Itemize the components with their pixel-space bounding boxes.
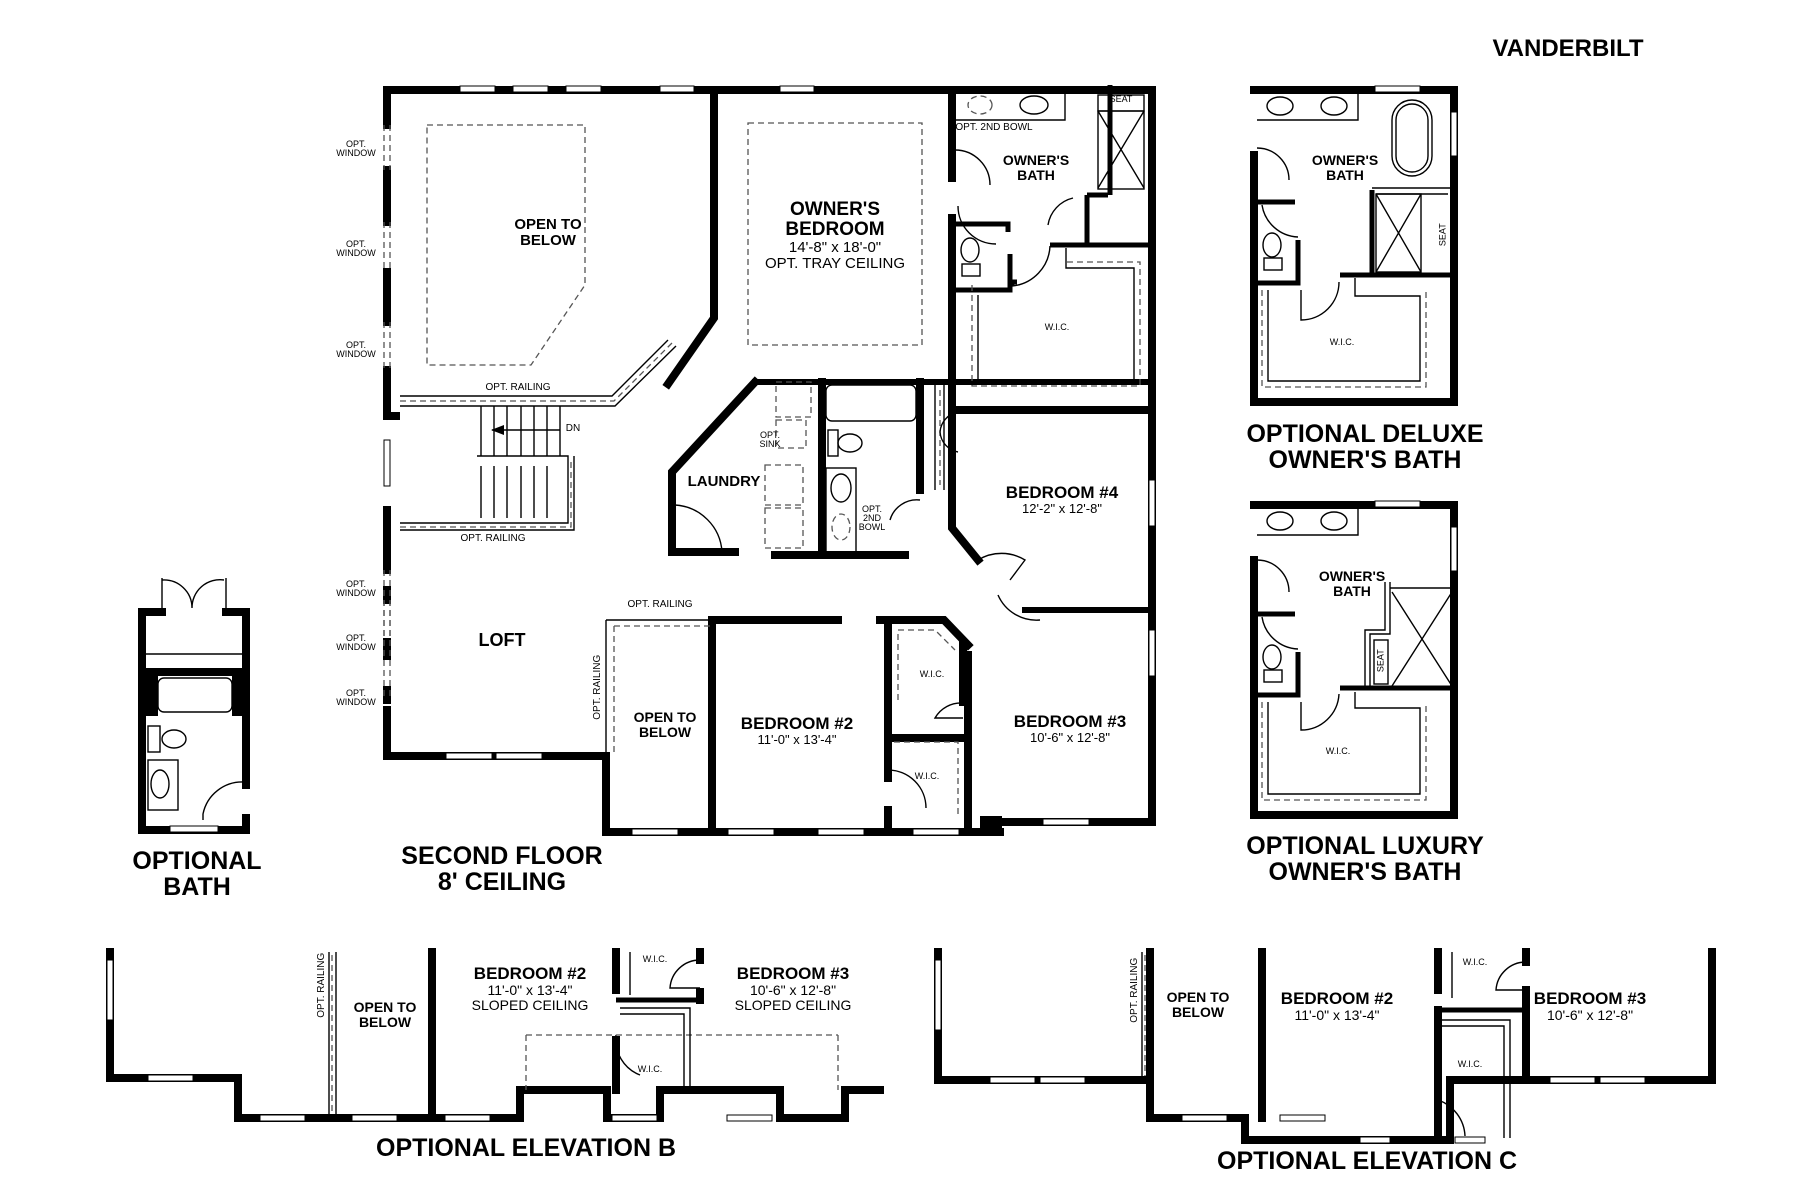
loft-label: LOFT xyxy=(478,630,526,650)
deluxe-bath-title: OPTIONAL DELUXE OWNER'S BATH xyxy=(1246,420,1484,475)
plan-name: VANDERBILT xyxy=(1492,35,1644,62)
stairs xyxy=(480,406,561,518)
opt-window-label-3: OPT.WINDOW xyxy=(336,340,376,359)
stairs-down-label: DN xyxy=(565,423,581,434)
owners-bath-label: OWNER'S BATH xyxy=(1002,152,1070,183)
deluxe-owners-bath-label: OWNER'S BATH xyxy=(1311,152,1379,183)
elev-c-wic-1-label: W.I.C. xyxy=(1462,957,1488,967)
second-floor-title: SECOND FLOOR 8' CEILING xyxy=(401,842,603,897)
opt-sink-label: OPT. SINK xyxy=(759,430,781,449)
optional-bath-drawing xyxy=(138,578,250,834)
elev-c-bedroom-3-label: BEDROOM #3 10'-6" x 12'-8" xyxy=(1533,989,1647,1023)
owners-wic-label: W.I.C. xyxy=(1044,322,1070,332)
elev-b-open-to-below-label: OPEN TO BELOW xyxy=(353,999,417,1030)
luxury-bath-title: OPTIONAL LUXURY OWNER'S BATH xyxy=(1246,832,1484,887)
elevation-b-drawing xyxy=(106,948,884,1122)
railing-label-3: OPT. RAILING xyxy=(627,599,693,610)
elev-c-wic-2-label: W.I.C. xyxy=(1457,1059,1483,1069)
deluxe-bath-drawing xyxy=(1250,85,1458,406)
elev-c-bedroom-2-label: BEDROOM #2 11'-0" x 13'-4" xyxy=(1280,989,1394,1023)
owners-bath-fixtures xyxy=(954,93,1145,287)
wic-1-label: W.I.C. xyxy=(919,669,945,679)
opt-2nd-bowl-hall-label: OPT. 2ND BOWL xyxy=(858,504,886,532)
luxury-bath-drawing xyxy=(1250,500,1458,819)
main-plan-windows xyxy=(383,85,1156,836)
elev-c-open-to-below-label: OPEN TO BELOW xyxy=(1166,989,1230,1020)
bedroom-4-label: BEDROOM #4 12'-2" x 12'-8" xyxy=(1005,483,1119,516)
elevation-c-title: OPTIONAL ELEVATION C xyxy=(1216,1147,1518,1175)
deluxe-seat-label: SEAT xyxy=(1437,223,1448,247)
wic-outlines xyxy=(894,629,959,818)
railings xyxy=(400,339,712,756)
railing-label-4: OPT. RAILING xyxy=(591,654,603,720)
luxury-seat-label: SEAT xyxy=(1375,649,1386,673)
railing-label-2: OPT. RAILING xyxy=(460,533,526,544)
luxury-owners-bath-label: OWNER'S BATH xyxy=(1318,568,1386,599)
luxury-wic-label: W.I.C. xyxy=(1325,746,1351,756)
wic-2-label: W.I.C. xyxy=(914,771,940,781)
opt-window-label-5: OPT.WINDOW xyxy=(336,633,376,652)
railing-label-1: OPT. RAILING xyxy=(485,382,551,393)
owners-bedroom-label: OWNER'S BEDROOM 14'-8" x 18'-0" OPT. TRA… xyxy=(764,199,906,272)
elev-b-wic-2-label: W.I.C. xyxy=(637,1064,663,1074)
elev-b-railing-label: OPT. RAILING xyxy=(315,952,327,1018)
opt-2nd-bowl-label: OPT. 2ND BOWL xyxy=(955,122,1033,133)
opt-window-label-4: OPT.WINDOW xyxy=(336,579,376,598)
laundry-label: LAUNDRY xyxy=(687,473,761,490)
elev-b-bedroom-2-label: BEDROOM #2 11'-0" x 13'-4" SLOPED CEILIN… xyxy=(471,964,589,1013)
bedroom-2-label: BEDROOM #2 11'-0" x 13'-4" xyxy=(740,714,854,747)
ceiling-outlines xyxy=(426,122,1141,387)
opt-window-label-2: OPT.WINDOW xyxy=(336,239,376,258)
bedroom-3-label: BEDROOM #3 10'-6" x 12'-8" xyxy=(1013,712,1127,745)
open-to-below-2-label: OPEN TO BELOW xyxy=(633,709,697,740)
elevation-c-drawing xyxy=(934,948,1716,1144)
laundry-bath-fixtures xyxy=(674,381,1041,621)
elev-b-wic-1-label: W.I.C. xyxy=(642,954,668,964)
optional-bath-title: OPTIONAL BATH xyxy=(132,847,262,902)
deluxe-wic-label: W.I.C. xyxy=(1329,337,1355,347)
elev-c-railing-label: OPT. RAILING xyxy=(1128,957,1140,1023)
elevation-b-title: OPTIONAL ELEVATION B xyxy=(375,1134,677,1162)
open-to-below-1-label: OPEN TO BELOW xyxy=(514,216,582,249)
opt-window-label-6: OPT.WINDOW xyxy=(336,688,376,707)
opt-window-label-1: OPT.WINDOW xyxy=(336,139,376,158)
seat-label: SEAT xyxy=(1109,94,1133,104)
elev-b-bedroom-3-label: BEDROOM #3 10'-6" x 12'-8" SLOPED CEILIN… xyxy=(734,964,852,1013)
